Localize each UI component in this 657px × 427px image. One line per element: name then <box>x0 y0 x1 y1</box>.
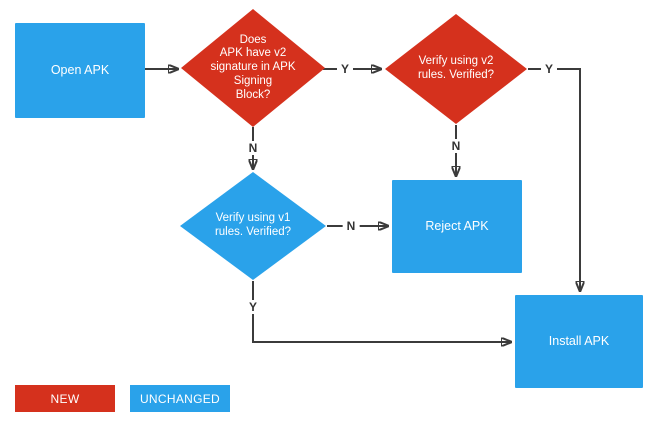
edge-verifyv1-yes <box>252 281 510 342</box>
node-reject-apk-label: Reject APK <box>425 219 489 233</box>
node-install-apk: Install APK <box>515 295 643 388</box>
edge-label-verifyv2-no: N <box>447 139 465 153</box>
node-decision-v2-signature-label: Does APK have v2 signature in APK Signin… <box>210 33 296 101</box>
node-install-apk-label: Install APK <box>548 334 610 348</box>
legend-item-unchanged-label: UNCHANGED <box>139 391 221 406</box>
node-open-apk: Open APK <box>15 23 145 118</box>
edge-verifyv2-yes <box>528 68 580 290</box>
legend-item-new: NEW <box>15 385 115 412</box>
node-reject-apk: Reject APK <box>392 180 522 273</box>
legend-item-new-label: NEW <box>50 391 80 406</box>
edge-label-v2check-yes: Y <box>336 62 354 76</box>
edge-label-verifyv1-yes: Y <box>244 300 262 314</box>
node-decision-verify-v1-label: Verify using v1 rules. Verified? <box>214 212 292 238</box>
legend-item-unchanged: UNCHANGED <box>130 385 230 412</box>
edge-label-verifyv1-no: N <box>342 219 360 233</box>
edge-label-verifyv2-yes: Y <box>540 62 558 76</box>
node-decision-verify-v2-label: Verify using v2 rules. Verified? <box>417 55 495 81</box>
node-open-apk-label: Open APK <box>50 63 110 77</box>
edge-label-v2check-no: N <box>244 141 262 155</box>
